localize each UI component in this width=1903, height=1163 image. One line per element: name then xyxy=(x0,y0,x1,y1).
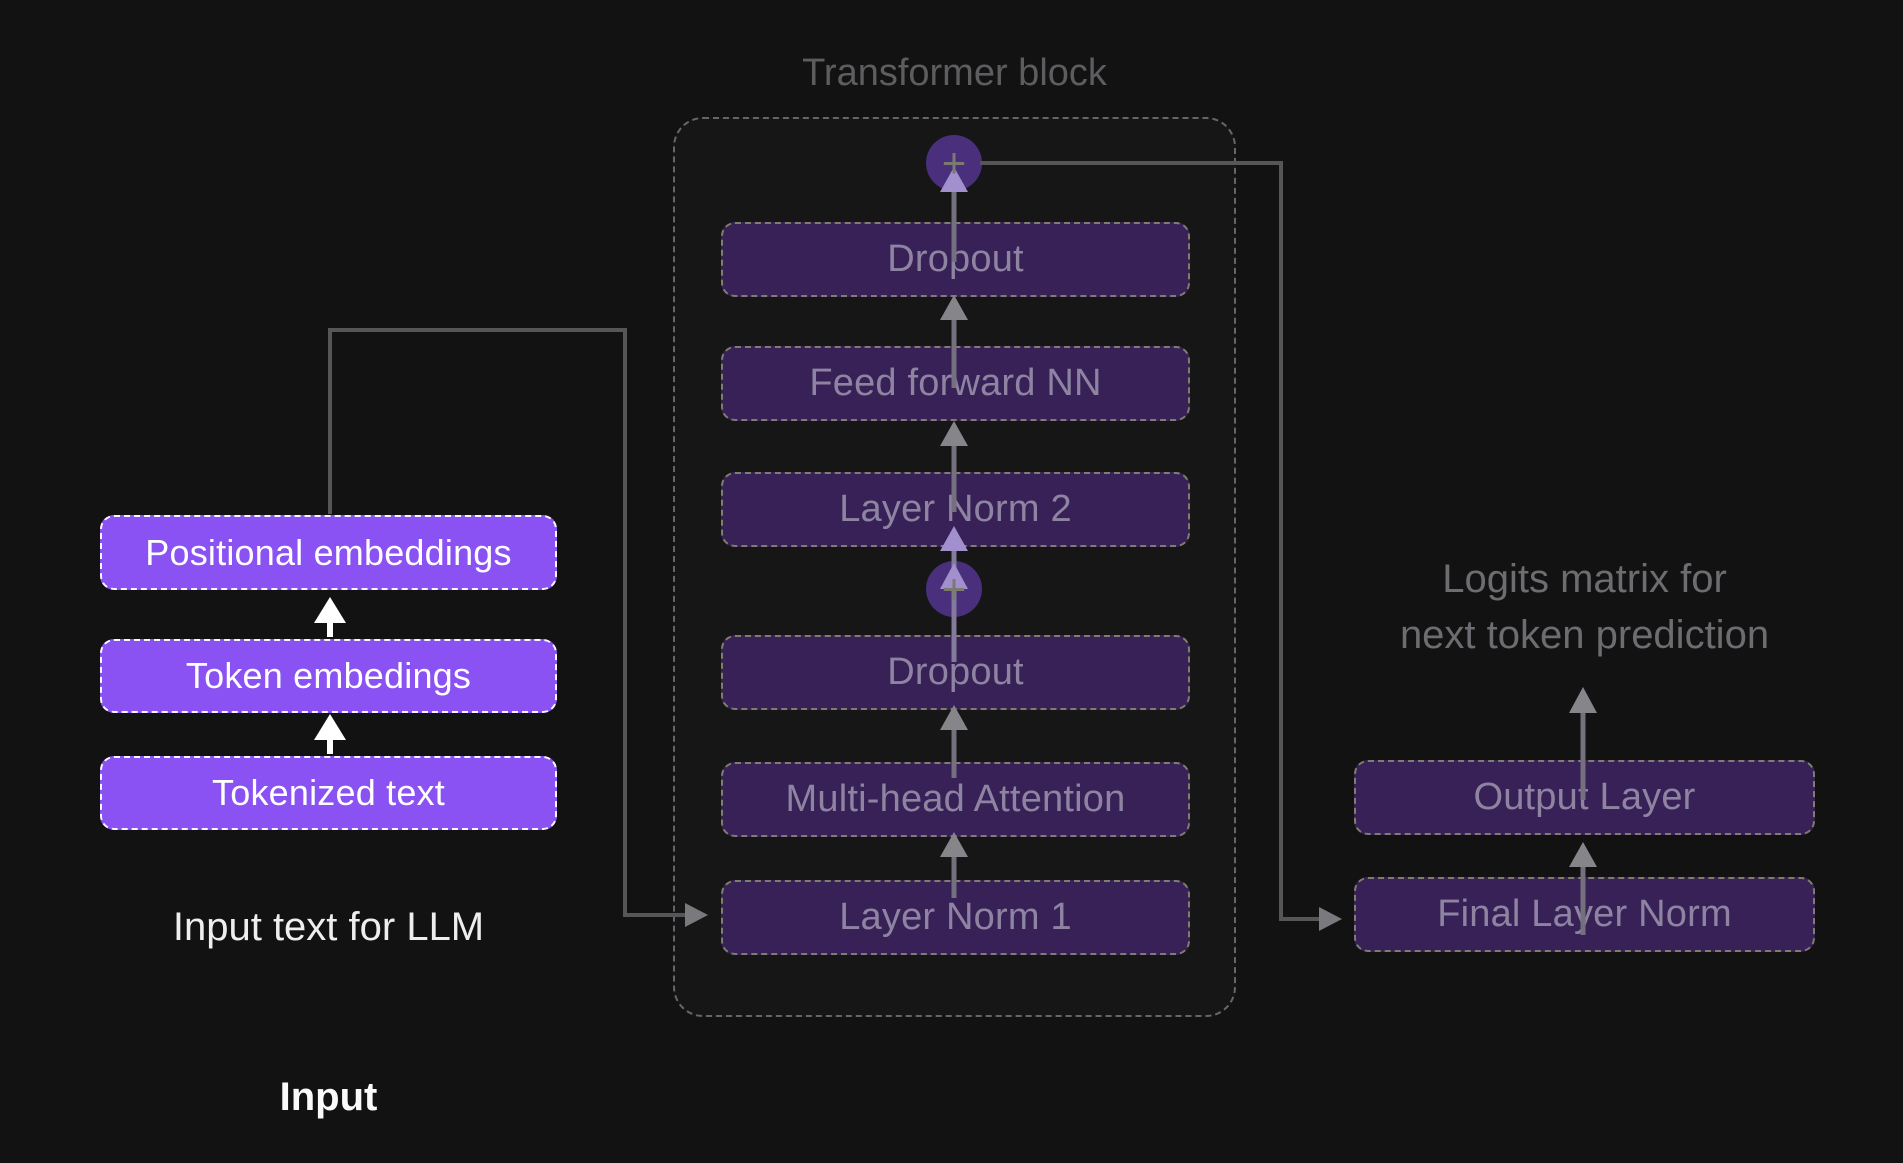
arrowhead-mha-to-dropout xyxy=(940,705,968,730)
arrowhead-into-final-layernorm xyxy=(1319,907,1342,931)
logits-caption-line1: Logits matrix for xyxy=(1442,557,1727,601)
arrowhead-layernorm2-to-ffn xyxy=(940,421,968,446)
arrowhead-ffn-to-dropout-top xyxy=(940,295,968,320)
connector-residual-to-final-layernorm xyxy=(980,161,1336,921)
arrowhead-output-to-logits xyxy=(1569,687,1597,713)
plus-icon: + xyxy=(941,139,967,186)
arrowhead-into-layernorm1 xyxy=(685,903,708,927)
node-positional-embeddings: Positional embeddings xyxy=(100,515,557,590)
logits-caption-line2: next token prediction xyxy=(1399,613,1770,657)
logits-caption: Logits matrix for next token prediction xyxy=(1330,551,1839,663)
arrowhead-into-layernorm2 xyxy=(940,526,968,551)
connector-embeddings-to-layernorm1 xyxy=(328,328,702,917)
arrowhead-into-residual-mid xyxy=(940,563,968,589)
node-tokenized-text: Tokenized text xyxy=(100,756,557,830)
input-footer-label: Input xyxy=(279,1075,378,1119)
arrowhead-token-to-positional xyxy=(314,597,346,623)
node-token-embeddings: Token embedings xyxy=(100,639,557,713)
transformer-block-container xyxy=(673,117,1236,1017)
arrowhead-final-layernorm-to-output xyxy=(1569,842,1597,867)
arrowhead-into-residual-top xyxy=(940,167,968,192)
arrowhead-layernorm1-to-mha xyxy=(940,832,968,857)
arrowhead-tokenized-to-token xyxy=(314,714,346,740)
input-text-caption: Input text for LLM xyxy=(172,905,485,949)
plus-icon: + xyxy=(941,565,967,612)
transformer-block-title: Transformer block xyxy=(802,52,1107,94)
